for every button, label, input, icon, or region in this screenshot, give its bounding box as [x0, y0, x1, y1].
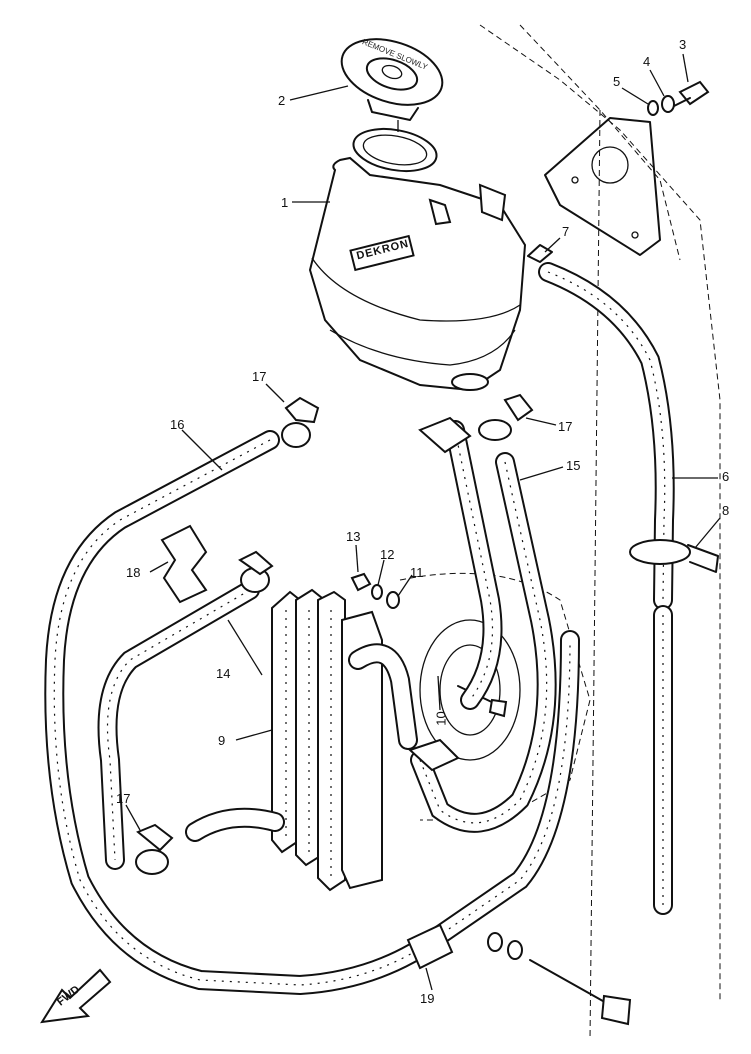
hose-clamp-mid — [238, 550, 274, 593]
part-label-7: 7 — [562, 224, 570, 239]
hose-bracket-18 — [160, 524, 208, 604]
clamp-19 — [406, 923, 454, 970]
part-label-11: 11 — [410, 565, 424, 580]
washer-4 — [661, 95, 675, 113]
radiator-cap — [340, 38, 444, 121]
bolt-3 — [669, 80, 710, 109]
hose-clamp-17-right — [478, 393, 534, 441]
clip-7 — [527, 244, 553, 263]
part-label-10: 10 — [433, 711, 449, 726]
part-label-8: 8 — [722, 503, 730, 518]
hose-16 — [44, 430, 580, 996]
water-pump-housing — [419, 619, 521, 761]
nut-13 — [350, 572, 372, 592]
hose-clamp-17-left — [135, 823, 174, 875]
washer-lower-b — [507, 940, 523, 960]
part-label-4: 4 — [643, 54, 651, 69]
part-label-3: 3 — [679, 37, 687, 52]
part-label-17-right: 17 — [558, 419, 573, 434]
bolt-lower — [529, 959, 632, 1026]
leader-lines — [125, 53, 721, 991]
washer-12 — [371, 584, 383, 600]
mounting-bracket — [544, 117, 661, 256]
part-label-9: 9 — [218, 733, 226, 748]
hose-15 — [410, 452, 557, 833]
hose-clamp-17-top — [281, 396, 320, 448]
part-label-18: 18 — [126, 565, 141, 580]
part-label-17-top: 17 — [252, 369, 267, 384]
hose-clamp-lower — [408, 738, 460, 772]
part-label-1: 1 — [281, 195, 289, 210]
radiator-core — [271, 588, 383, 892]
hose-band-8 — [629, 539, 719, 573]
hose-clamp-upper — [418, 416, 472, 454]
part-label-16: 16 — [170, 417, 185, 432]
part-label-17-left: 17 — [116, 791, 131, 806]
part-label-14: 14 — [216, 666, 231, 681]
part-label-6: 6 — [722, 469, 730, 484]
washer-lower-a — [487, 932, 503, 952]
part-label-13: 13 — [346, 529, 361, 544]
washer-5 — [647, 100, 659, 116]
hose-14 — [97, 580, 260, 870]
tank-label-plate — [349, 234, 415, 272]
overflow-hose — [538, 262, 675, 915]
washer-11 — [386, 591, 400, 609]
part-label-19: 19 — [420, 991, 435, 1006]
reservoir-tank — [308, 156, 527, 392]
part-label-12: 12 — [380, 547, 395, 562]
part-label-5: 5 — [613, 74, 621, 89]
forward-arrow-icon — [40, 968, 112, 1024]
part-label-2: 2 — [278, 93, 286, 108]
part-label-15: 15 — [566, 458, 581, 473]
